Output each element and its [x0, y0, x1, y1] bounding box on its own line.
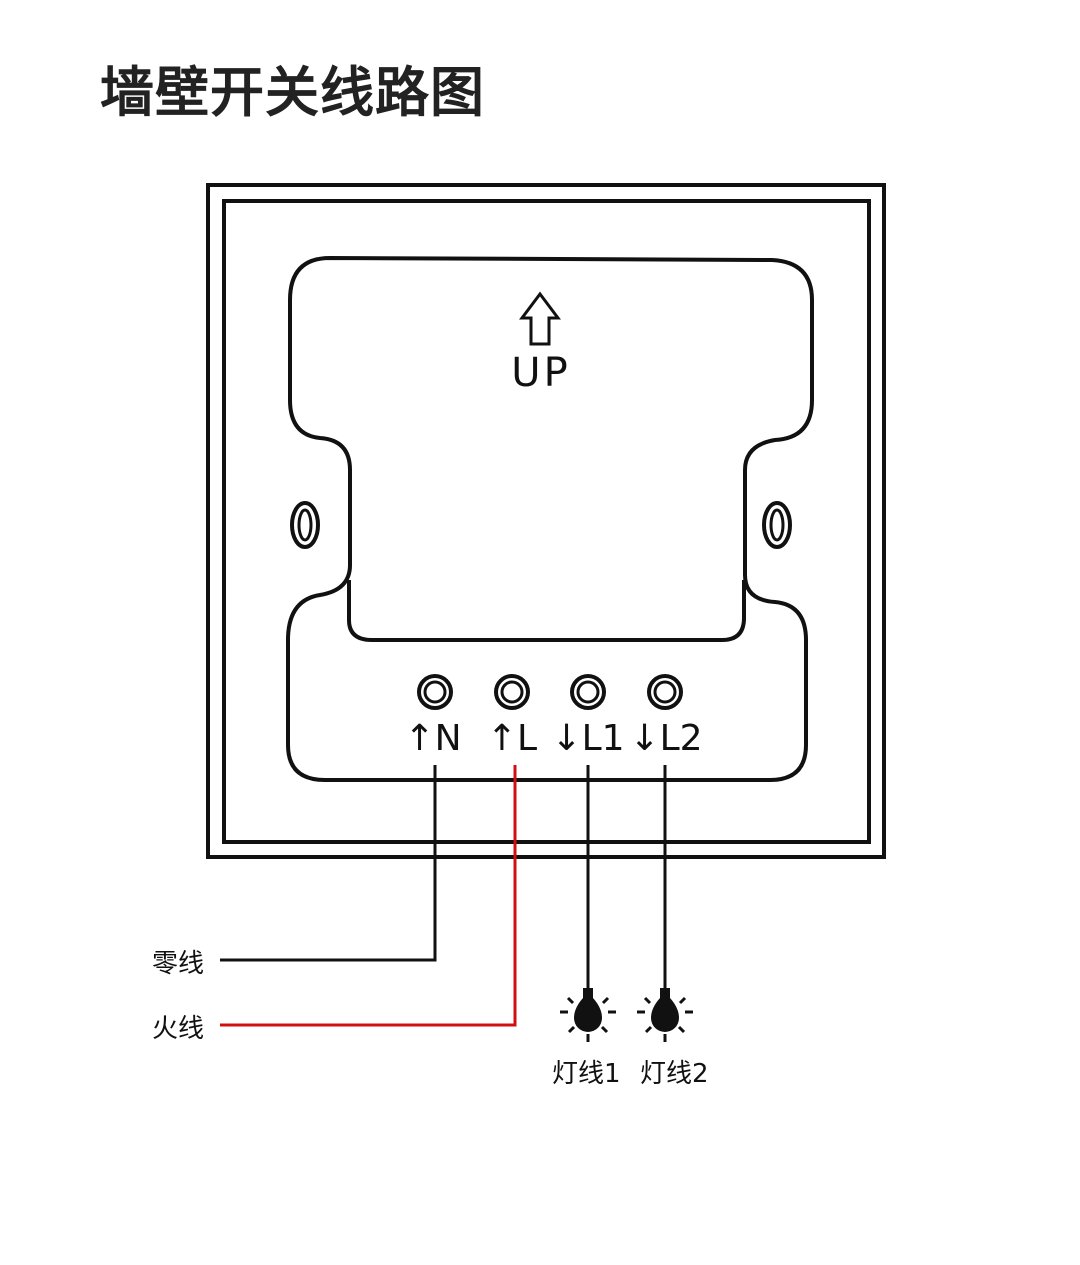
diagram-title: 墙壁开关线路图	[100, 61, 485, 124]
terminal-l1	[570, 674, 606, 710]
screw-slot-right	[762, 501, 792, 549]
terminal-l	[494, 674, 530, 710]
lamp2-label: 灯线2	[640, 1059, 709, 1089]
terminal-label-l1: ↓L1	[551, 718, 624, 759]
neutral-label: 零线	[152, 949, 204, 979]
terminal-label-n: ↑N	[404, 718, 461, 759]
screw-slot-left	[290, 501, 320, 549]
mounting-plate	[286, 255, 814, 782]
switch-inner-frame	[222, 199, 871, 844]
terminal-label-l2: ↓L2	[629, 718, 702, 759]
terminal-label-l: ↑L	[487, 718, 537, 759]
switch-outer-frame	[206, 183, 886, 859]
plate-inner-recess	[347, 580, 746, 642]
light-bulb-icon	[560, 988, 616, 1042]
terminal-n	[417, 674, 453, 710]
live-label: 火线	[152, 1014, 204, 1044]
terminal-l2	[647, 674, 683, 710]
up-arrow-icon	[519, 291, 561, 346]
live-wire	[220, 765, 517, 1027]
lamp1-label: 灯线1	[552, 1059, 621, 1089]
light-bulb-icon	[637, 988, 693, 1042]
up-label: UP	[511, 350, 570, 396]
neutral-wire	[220, 765, 437, 962]
